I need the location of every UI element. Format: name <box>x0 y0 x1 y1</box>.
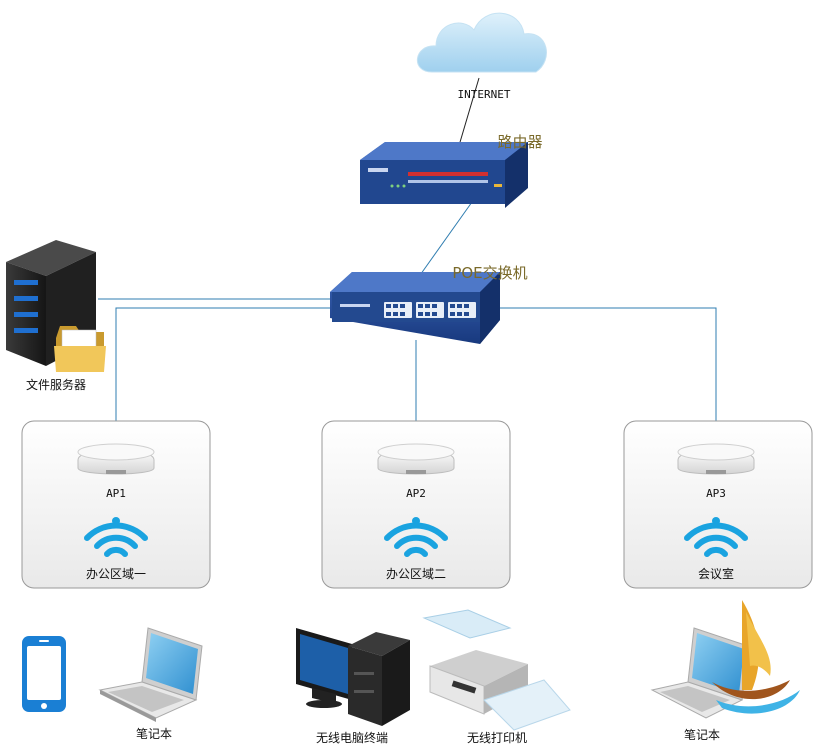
printer-label: 无线打印机 <box>467 731 527 745</box>
ap-label: AP2 <box>406 487 426 500</box>
poe-switch <box>330 272 500 344</box>
zone-3: AP3 会议室 <box>623 420 813 589</box>
link-switch-ap3 <box>500 307 717 446</box>
desktop-computer-icon <box>296 628 410 726</box>
zone-1: AP1 办公区域一 <box>21 420 211 589</box>
printer-icon <box>422 609 571 731</box>
internet-cloud: INTERNET <box>416 12 547 101</box>
connection-lines <box>98 77 717 446</box>
wifi-icon <box>684 517 748 557</box>
folder-icon <box>54 326 106 372</box>
internet-label: INTERNET <box>458 88 511 101</box>
laptop-left-label: 笔记本 <box>136 726 172 741</box>
file-server <box>6 240 106 372</box>
router-label: 路由器 <box>497 133 542 151</box>
sailboat-logo <box>712 600 800 714</box>
phone-icon <box>22 636 66 712</box>
desktop-label: 无线电脑终端 <box>316 730 388 745</box>
zone-label: 办公区域一 <box>86 566 146 581</box>
laptop-icon <box>98 627 203 722</box>
server-led-bars <box>14 280 38 333</box>
zone-2: AP2 办公区域二 <box>321 420 511 589</box>
zone-label: 办公区域二 <box>386 566 446 581</box>
switch-label: POE交换机 <box>452 264 527 282</box>
access-point-icon <box>377 443 455 475</box>
wifi-icon <box>84 517 148 557</box>
router <box>360 142 528 208</box>
wifi-icon <box>384 517 448 557</box>
laptop-right-label: 笔记本 <box>684 727 720 742</box>
file-server-label: 文件服务器 <box>26 377 86 392</box>
ap-label: AP3 <box>706 487 726 500</box>
access-point-icon <box>77 443 155 475</box>
link-router-switch <box>417 201 473 279</box>
laptop-icon <box>650 627 749 719</box>
zone-label: 会议室 <box>698 566 734 581</box>
ap-label: AP1 <box>106 487 126 500</box>
access-point-icon <box>677 443 755 475</box>
link-switch-ap1 <box>115 307 330 446</box>
